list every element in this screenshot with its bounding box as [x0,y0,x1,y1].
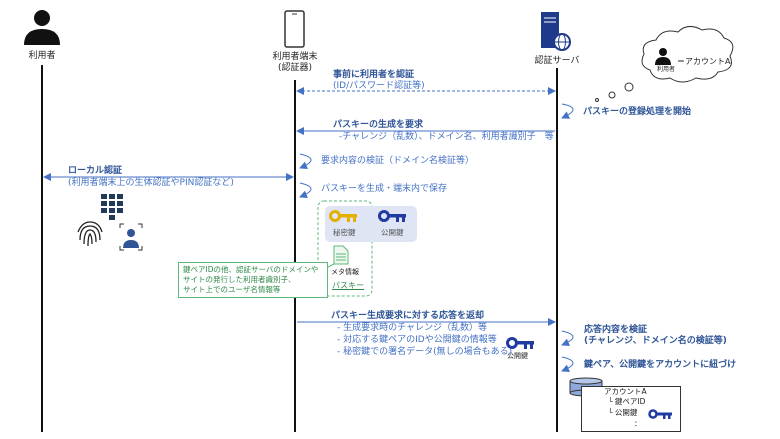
account-item-label: 公開鍵 [614,408,638,417]
server-icon [541,12,571,51]
msg-verify-response-1: 応答内容を検証 [584,325,648,335]
msg-local-auth-title: ローカル認証 [68,166,123,176]
msg-response-title: パスキー生成要求に対する応答を返却 [331,311,485,321]
private-key-icon [329,210,357,222]
passkey-label: パスキー [332,281,364,290]
msg-request-title: パスキーの生成を要求 [333,120,424,130]
account-record: アカウントA └ 鍵ペアID └ 公開鍵 ： [581,386,681,432]
actor-device: 利用者端末 [272,52,318,62]
msg-generate: パスキーを生成・端末内で保存 [321,184,448,194]
msg-request-sub: -チャレンジ（乱数）、ドメイン名、利用者識別子 等 [339,132,554,142]
key-pair-panel [325,206,417,242]
note-line: サイト上でのユーザ名情報等 [183,285,281,294]
phone-icon [284,10,305,48]
passkey-note: 鍵ペアIDの他、認証サーバのドメインや サイトの発行した利用者識別子、 サイト上… [178,262,328,298]
msg-pre-auth-sub: (ID/パスワード認証等) [333,81,425,91]
face-id-icon [119,223,143,251]
actor-device-sub: (認証器) [277,63,313,73]
user-icon [24,10,60,45]
account-item: └ 鍵ペアID [608,397,646,406]
self-arrow-generate [299,182,312,199]
meta-info-label: メタ情報 [331,268,359,276]
self-arrow-start [561,103,574,119]
note-line: 鍵ペアIDの他、認証サーバのドメインや [183,265,319,274]
fingerprint-icon [77,221,103,247]
msg-verify-response-2: (チャレンジ、ドメイン名の検証等) [584,336,727,346]
msg-bind: 鍵ペア、公開鍵をアカウントに紐づけ [584,360,737,370]
account-name: アカウントA [604,387,647,396]
actor-user: 利用者 [28,51,56,61]
account-more: ： [634,419,642,428]
cloud-text: ＝アカウントA [677,57,731,66]
self-arrow-verify-response [561,330,574,347]
self-arrow-verify [299,153,312,170]
lifelines [41,65,558,432]
private-key-label: 秘密鍵 [333,228,356,237]
document-icon [333,245,349,265]
msg-verify-request: 要求内容の検証（ドメイン名検証等） [321,156,475,166]
msg-response-item: - 秘密鍵での署名データ(無しの場合もある) [337,347,513,357]
account-public-key-icon [648,409,672,419]
msg-local-auth-sub: (利用者端末上の生体認証やPIN認証など) [68,178,234,188]
account-item-label: 鍵ペアID [614,397,646,406]
actor-server: 認証サーバ [534,56,580,66]
msg-response-item: - 生成要求時のチャレンジ（乱数）等 [337,323,488,333]
note-line: サイトの発行した利用者識別子、 [183,275,296,284]
response-public-key-icon [506,337,534,349]
response-key-label: 公開鍵 [507,352,528,360]
thought-cloud [595,26,734,102]
cloud-user-icon [655,48,671,65]
public-key-icon [378,210,406,222]
public-key-label: 公開鍵 [381,228,404,237]
cloud-user-label: 利用者 [657,66,676,73]
self-arrow-bind [561,356,574,373]
passkey-box [317,200,373,297]
msg-start-reg: パスキーの登録処理を開始 [583,107,692,117]
msg-pre-auth-title: 事前に利用者を認証 [333,70,415,80]
account-item: └ 公開鍵 [608,408,638,417]
keypad-icon [101,194,123,220]
msg-response-item: - 対応する鍵ペアのIDや公開鍵の情報等 [337,335,497,345]
